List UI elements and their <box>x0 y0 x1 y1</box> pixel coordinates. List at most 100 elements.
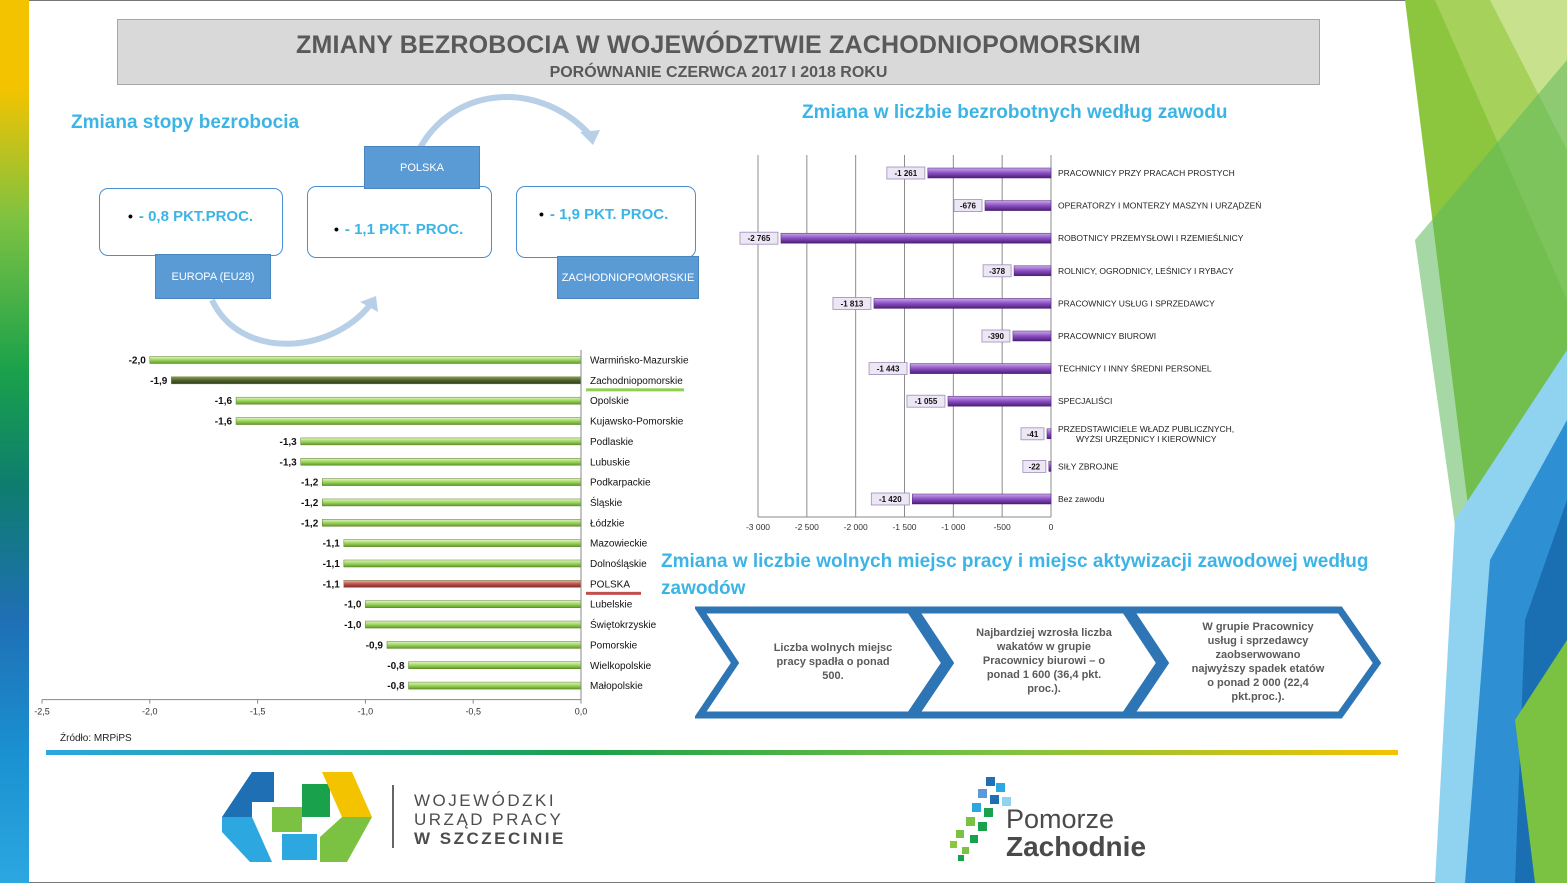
page-subtitle: PORÓWNANIE CZERWCA 2017 I 2018 ROKU <box>549 64 888 81</box>
value-label: -1,3 <box>279 437 297 448</box>
category-label: Podkarpackie <box>590 478 651 489</box>
category-label: SPECJALIŚCI <box>1058 395 1112 406</box>
pomorze-zachodnie-logo-icon <box>950 777 1011 861</box>
bar-opolskie <box>235 396 582 405</box>
occupation-bar <box>947 395 1052 407</box>
occupation-bar <box>909 363 1052 374</box>
tick-label: 0 <box>1049 522 1054 532</box>
left-decorative-stripe <box>0 0 29 883</box>
category-label: Podlaskie <box>590 437 634 448</box>
occupation-bar <box>1013 265 1052 277</box>
page-title: ZMIANY BEZROBOCIA W WOJEWÓDZTWIE ZACHODN… <box>296 31 1141 59</box>
value-label: -1,9 <box>150 376 168 387</box>
value-label: -1,1 <box>323 539 341 550</box>
tick-label: -1 000 <box>941 522 965 532</box>
tick-label: -500 <box>994 522 1011 532</box>
tick-label: -2,0 <box>142 707 158 717</box>
value-label: -1,6 <box>215 417 233 428</box>
category-label: SIŁY ZBROJNE <box>1058 461 1119 471</box>
tick-label: -2 000 <box>844 522 868 532</box>
value-label: -0,8 <box>387 681 405 692</box>
value-label-box <box>870 492 910 506</box>
value-label: -0,8 <box>387 661 405 672</box>
category-label: Opolskie <box>590 396 629 407</box>
pomorze-zachodnie-logo-text: Pomorze Zachodnie <box>1006 804 1147 862</box>
category-label: Małopolskie <box>590 681 643 692</box>
value-label-box <box>982 264 1012 278</box>
bar-polska <box>343 580 582 588</box>
bar-dolnośląskie <box>343 559 582 568</box>
chevron-text-3: W grupie Pracownicy usług i sprzedawcy z… <box>1191 621 1325 703</box>
category-label: Kujawsko-Pomorskie <box>590 417 684 428</box>
occupation-bar <box>927 167 1052 179</box>
value-label: -41 <box>1027 430 1039 439</box>
category-label: Świętokrzyskie <box>590 618 657 631</box>
chevron-row <box>695 606 1382 719</box>
tick-label: -1 500 <box>892 522 916 532</box>
highlight-underline <box>586 388 684 392</box>
value-label: -676 <box>960 202 977 211</box>
category-label: Lubuskie <box>590 457 630 468</box>
rate-value-poland: - 1,1 PKT. PROC. <box>344 221 464 238</box>
value-label: -22 <box>1029 462 1041 471</box>
occupation-bar <box>1012 330 1052 342</box>
value-label-box <box>953 199 983 212</box>
value-label: -1,2 <box>301 478 319 489</box>
tick-label: -3 000 <box>746 522 770 532</box>
value-label: -1,1 <box>323 559 341 570</box>
category-label: Śląskie <box>590 496 623 509</box>
category-label: Lubelskie <box>590 600 633 611</box>
region-bar-chart: -2,0 Warmińsko-Mazurskie -1,9 Zachodniopomo… <box>34 350 689 717</box>
wup-logo-divider <box>392 785 394 848</box>
footer-gradient-line <box>46 750 1398 755</box>
occupation-bar <box>1048 461 1052 472</box>
vacancy-heading-line2: zawodów <box>661 578 746 599</box>
value-label: -1,0 <box>344 600 362 611</box>
cycle-arrows <box>209 94 600 347</box>
value-label-box <box>1020 427 1045 441</box>
value-label: -1,1 <box>323 579 341 590</box>
title-banner: ZMIANY BEZROBOCIA W WOJEWÓDZTWIE ZACHODN… <box>117 19 1320 85</box>
category-label: Warmińsko-Mazurskie <box>590 356 689 367</box>
rate-section-heading: Zmiana stopy bezrobocia <box>71 112 300 133</box>
rate-value-europe: - 0,8 PKT.PROC. <box>138 208 254 225</box>
value-label: -1,6 <box>215 396 233 407</box>
value-label-box <box>886 166 926 180</box>
rate-box-zachodniopomorskie: •- 1,9 PKT. PROC. <box>516 186 696 258</box>
value-label: -1 055 <box>915 397 938 406</box>
category-label: Pomorskie <box>590 640 638 651</box>
bar-podlaskie <box>300 437 582 446</box>
label-europe: EUROPA (EU28) <box>155 254 271 299</box>
category-label: PRACOWNICY USŁUG I SPRZEDAWCY <box>1058 298 1215 308</box>
occupation-section-heading: Zmiana w liczbie bezrobotnych według zaw… <box>802 102 1228 123</box>
occupation-bar <box>873 298 1052 309</box>
category-label: Łódzkie <box>590 518 625 529</box>
category-label: Zachodniopomorskie <box>590 376 683 387</box>
value-label: -1 443 <box>877 365 900 374</box>
highlight-underline <box>586 591 641 595</box>
category-label: TECHNICY I INNY ŚREDNI PERSONEL <box>1058 363 1212 374</box>
bar-łódzkie <box>322 519 582 527</box>
chevron-text-2: Najbardziej wzrosła liczba wakatów w gru… <box>976 627 1112 695</box>
tick-label: -2 500 <box>795 522 819 532</box>
bar-śląskie <box>322 498 582 507</box>
value-label: -1,2 <box>301 498 319 509</box>
tick-label: 0,0 <box>575 707 588 717</box>
bar-warmińsko-mazurskie <box>149 356 582 364</box>
value-label: -2,0 <box>129 356 147 367</box>
value-label: -1,2 <box>301 518 319 529</box>
chevron-text-1: Liczba wolnych miejsc pracy spadła o pon… <box>773 642 893 682</box>
category-label: ROBOTNICY PRZEMYSŁOWI I RZEMIEŚLNICY <box>1058 232 1244 243</box>
category-label: OPERATORZY I MONTERZY MASZYN I URZĄDZEŃ <box>1058 201 1261 211</box>
wup-logo-text: WOJEWÓDZKI URZĄD PRACY W SZCZECINIE <box>414 791 566 848</box>
value-label: -1 813 <box>841 299 864 308</box>
value-label-box <box>981 329 1011 343</box>
tick-label: -0,5 <box>465 707 481 717</box>
category-label: Bez zawodu <box>1058 494 1105 504</box>
wup-logo-icon <box>222 772 372 862</box>
value-label-box <box>832 296 872 310</box>
category-label: PRACOWNICY PRZY PRACACH PROSTYCH <box>1058 168 1235 178</box>
occupation-bar <box>984 200 1052 211</box>
value-label: -2 765 <box>748 234 771 243</box>
bar-kujawsko-pomorskie <box>235 417 582 425</box>
